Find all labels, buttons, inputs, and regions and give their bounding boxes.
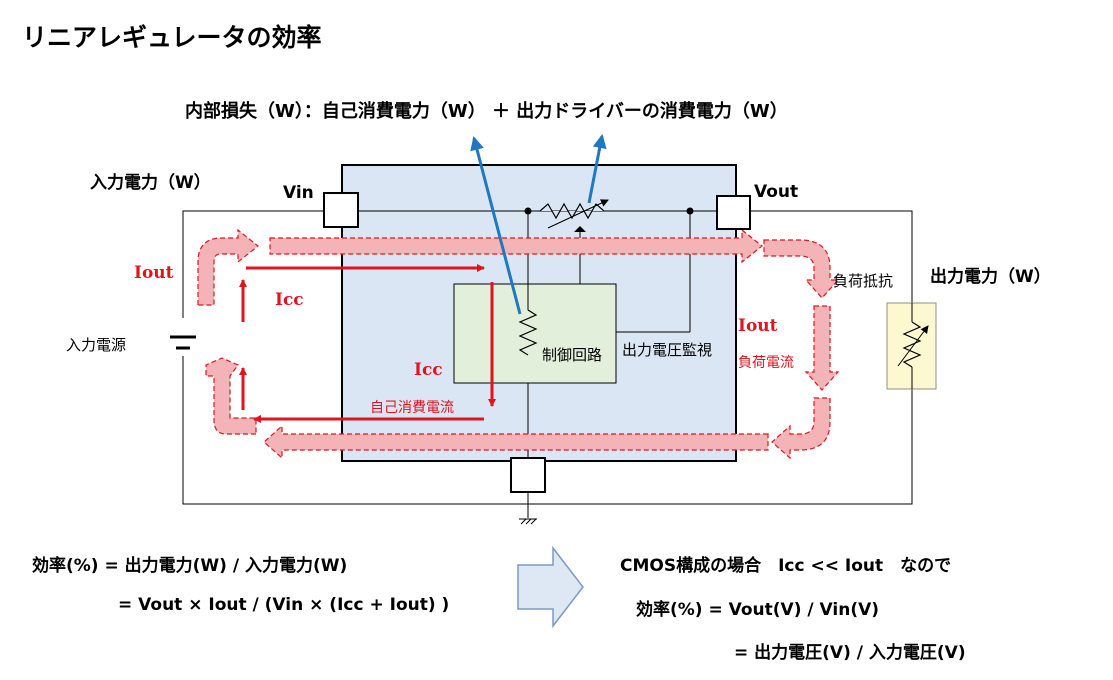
efficiency-equation-2: = Vout × Iout / (Vin × (Icc + Iout) ) xyxy=(118,595,450,615)
loss-arrow-driver xyxy=(587,134,607,204)
icc-inner-label: Icc xyxy=(414,360,443,380)
control-circuit-label: 制御回路 xyxy=(542,346,603,364)
vin-terminal xyxy=(323,192,359,228)
ground-symbol xyxy=(519,518,537,525)
output-power-label: 出力電力（W） xyxy=(930,267,1051,287)
efficiency-equation-1: 効率(%) = 出力電力(W) / 入力電力(W) xyxy=(32,556,348,576)
load-resistor-label: 負荷抵抗 xyxy=(833,272,894,290)
input-power-label: 入力電力（W） xyxy=(90,173,211,193)
efficiency-equation-4: = 出力電圧(V) / 入力電圧(V) xyxy=(734,643,966,663)
self-consumption-current-label: 自己消費電流 xyxy=(370,400,454,416)
junction-dot xyxy=(524,207,532,215)
load-current-label: 負荷電流 xyxy=(738,355,794,371)
output-voltage-monitor-label: 出力電圧監視 xyxy=(622,341,713,359)
vout-terminal xyxy=(716,195,751,230)
power-flow-loop xyxy=(197,228,840,460)
iout-left-label: Iout xyxy=(134,263,174,283)
control-resistor xyxy=(518,309,538,356)
input-source-label: 入力電源 xyxy=(66,336,127,354)
iout-right-label: Iout xyxy=(738,316,778,336)
vout-label: Vout xyxy=(754,182,799,202)
battery-symbol xyxy=(170,318,196,356)
icc-current-arrows xyxy=(239,264,496,423)
big-right-arrow xyxy=(517,545,584,629)
page-title: リニアレギュレータの効率 xyxy=(22,23,322,52)
control-circuit-block xyxy=(453,283,617,384)
internal-loss-label: 内部損失（W）：自己消費電力（W） ＋ 出力ドライバーの消費電力（W） xyxy=(185,101,788,122)
gnd-terminal xyxy=(510,457,546,493)
junction-dot xyxy=(686,207,694,215)
loss-arrow-control xyxy=(470,136,522,315)
efficiency-equation-3: 効率(%) = Vout(V) / Vin(V) xyxy=(636,600,880,620)
output-driver-resistor xyxy=(539,202,605,220)
cmos-note: CMOS構成の場合 Icc << Iout なので xyxy=(620,556,952,576)
vin-label: Vin xyxy=(283,183,314,203)
icc-left-label: Icc xyxy=(275,290,304,310)
